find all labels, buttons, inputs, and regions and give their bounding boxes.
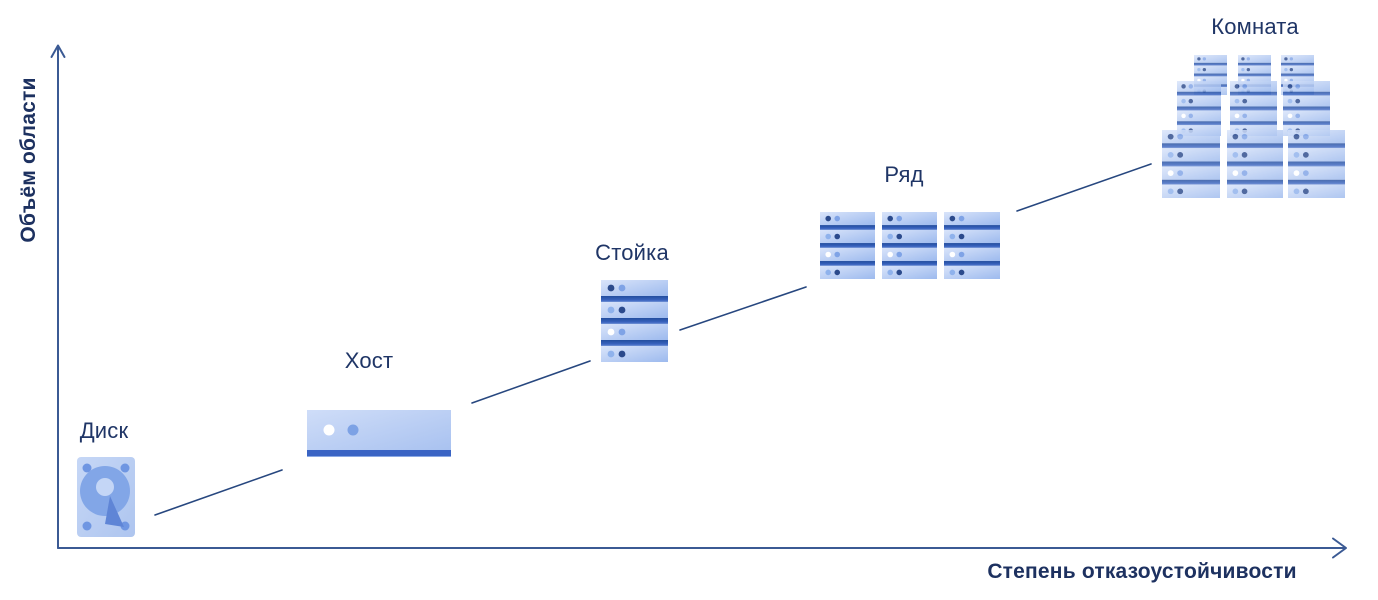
y-axis	[50, 44, 66, 549]
rack-icon	[1230, 81, 1277, 136]
rack-icon	[820, 212, 875, 279]
y-axis-label: Объём области	[17, 77, 40, 243]
rack-icon	[601, 280, 668, 362]
rack-icon	[1162, 130, 1220, 198]
connector-disk-host	[154, 469, 283, 516]
rack-icon	[1283, 81, 1330, 136]
host-label: Хост	[344, 348, 394, 373]
x-axis	[57, 537, 1347, 559]
rack-label: Стойка	[595, 240, 669, 265]
x-axis-arrowhead-icon	[1332, 537, 1347, 559]
rack-icon	[882, 212, 937, 279]
connector-rack-row	[679, 286, 807, 331]
row-label: Ряд	[884, 162, 924, 187]
rack-icon	[1288, 130, 1345, 198]
rack-icon	[1177, 81, 1221, 136]
disk-label: Диск	[79, 418, 129, 443]
rack-row-icon	[820, 212, 1000, 279]
room-label: Комната	[1211, 14, 1299, 39]
connector-row-room	[1016, 163, 1152, 212]
server-icon	[307, 410, 451, 457]
hdd-icon	[77, 457, 135, 537]
rack-icon	[944, 212, 1000, 279]
connector-host-rack	[471, 360, 591, 404]
rack-icon	[1227, 130, 1283, 198]
connector-lines	[154, 163, 1152, 516]
x-axis-label: Степень отказоустойчивости	[987, 560, 1297, 583]
y-axis-arrowhead-icon	[50, 44, 66, 58]
rack-grid-icon	[1162, 55, 1346, 199]
